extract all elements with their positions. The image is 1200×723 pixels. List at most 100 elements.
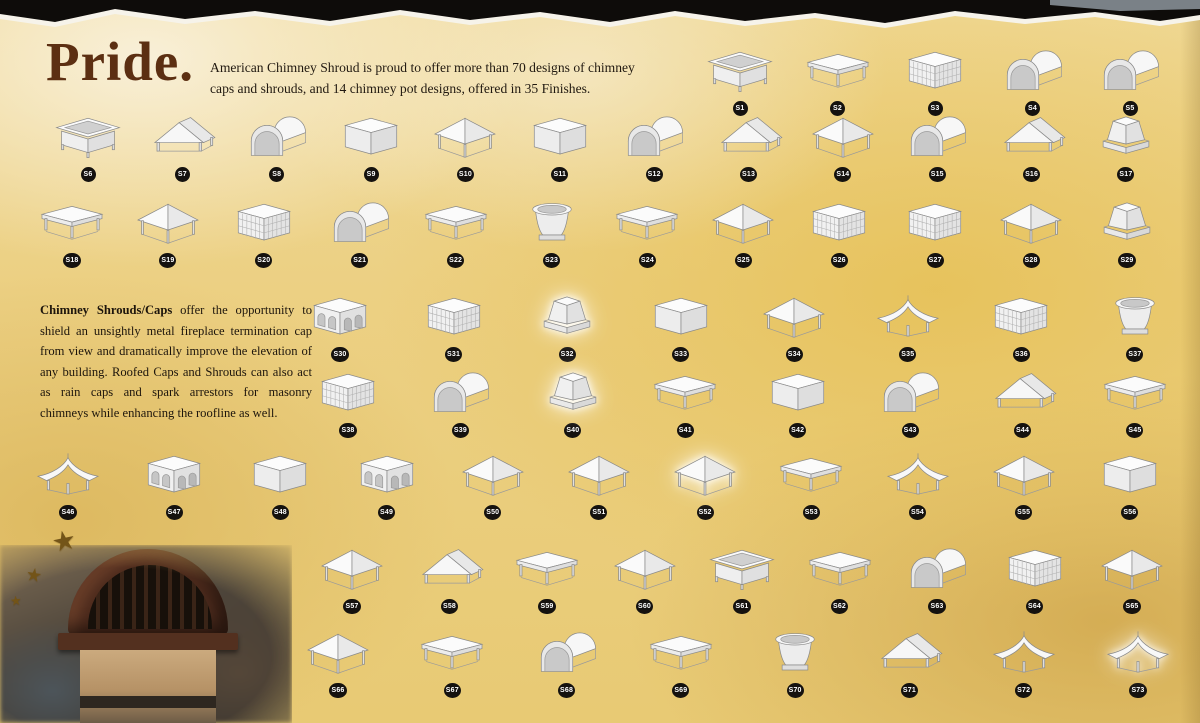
star-icon: ★	[24, 563, 44, 587]
item-label-badge: S73	[1129, 683, 1147, 698]
hip-shroud-icon	[985, 452, 1063, 502]
catalog-item-s2: S2	[798, 48, 878, 116]
item-label-badge: S24	[638, 253, 656, 268]
table-shroud-icon	[1096, 370, 1174, 420]
chimney-shaft-band	[80, 696, 216, 708]
hip-shroud-icon	[804, 114, 882, 164]
item-label-badge: S20	[255, 253, 273, 268]
page-edge-shade	[1180, 0, 1200, 723]
box-flared-shroud-icon	[703, 546, 781, 596]
catalog-item-s3: S3	[895, 48, 975, 116]
item-label-badge: S69	[672, 683, 690, 698]
catalog-item-s19: S19	[128, 200, 208, 268]
item-label-badge: S23	[543, 253, 561, 268]
item-label-badge: S29	[1118, 253, 1136, 268]
lattice-shroud-icon	[896, 48, 974, 98]
item-label-badge: S25	[734, 253, 752, 268]
catalog-item-s44: S44	[983, 370, 1063, 438]
chimney-cap-louver	[88, 565, 212, 629]
catalog-item-s5: S5	[1090, 48, 1170, 116]
pagoda-shroud-icon	[1099, 630, 1177, 680]
item-label-badge: S65	[1123, 599, 1141, 614]
catalog-item-s56: S56	[1090, 452, 1170, 520]
item-label-badge: S17	[1117, 167, 1135, 182]
item-label-badge: S57	[343, 599, 361, 614]
catalog-item-s6: S6	[48, 114, 128, 182]
body-paragraph-text: offer the opportunity to shield an unsig…	[40, 303, 312, 420]
box-flared-shroud-icon	[701, 48, 779, 98]
pagoda-shroud-icon	[985, 630, 1063, 680]
item-label-badge: S14	[834, 167, 852, 182]
catalog-item-s28: S28	[991, 200, 1071, 268]
item-label-badge: S37	[1126, 347, 1144, 362]
hip-shroud-icon	[666, 452, 744, 502]
catalog-item-s73: S73	[1098, 630, 1178, 698]
barrel-shroud-icon	[898, 546, 976, 596]
catalog-item-s38: S38	[308, 370, 388, 438]
archbox-shroud-icon	[348, 452, 426, 502]
item-label-badge: S56	[1121, 505, 1139, 520]
catalog-item-s67: S67	[412, 630, 492, 698]
lattice-shroud-icon	[415, 294, 493, 344]
box-shroud-icon	[642, 294, 720, 344]
item-label-badge: S4	[1025, 101, 1040, 116]
item-label-badge: S39	[451, 423, 469, 438]
item-label-badge: S18	[63, 253, 81, 268]
hip-shroud-icon	[313, 546, 391, 596]
item-label-badge: S15	[928, 167, 946, 182]
catalog-item-s42: S42	[758, 370, 838, 438]
catalog-item-s41: S41	[645, 370, 725, 438]
table-shroud-icon	[772, 452, 850, 502]
catalog-item-s43: S43	[870, 370, 950, 438]
catalog-item-s33: S33	[641, 294, 721, 362]
item-label-badge: S61	[733, 599, 751, 614]
catalog-item-s66: S66	[298, 630, 378, 698]
item-label-badge: S58	[440, 599, 459, 614]
catalog-item-s36: S36	[981, 294, 1061, 362]
barrel-shroud-icon	[898, 114, 976, 164]
pagoda-shroud-icon	[29, 452, 107, 502]
hip-shroud-icon	[992, 200, 1070, 250]
lattice-shroud-icon	[982, 294, 1060, 344]
catalog-item-s70: S70	[755, 630, 835, 698]
catalog-item-s35: S35	[868, 294, 948, 362]
box-shroud-icon	[521, 114, 599, 164]
item-label-badge: S8	[269, 167, 285, 182]
pot-shroud-icon	[1096, 294, 1174, 344]
item-label-badge: S32	[558, 347, 576, 362]
catalog-item-s39: S39	[420, 370, 500, 438]
item-label-badge: S64	[1025, 599, 1044, 614]
item-label-badge: S11	[551, 167, 569, 182]
catalog-item-s57: S57	[312, 546, 392, 614]
item-label-badge: S48	[271, 505, 289, 520]
barrel-shroud-icon	[615, 114, 693, 164]
item-label-badge: S68	[558, 683, 576, 698]
hip-shroud-icon	[129, 200, 207, 250]
item-label-badge: S63	[928, 599, 946, 614]
barrel-shroud-icon	[421, 370, 499, 420]
item-label-badge: S6	[80, 167, 96, 182]
item-label-badge: S41	[676, 423, 694, 438]
hip-shroud-icon	[755, 294, 833, 344]
hip-shroud-icon	[704, 200, 782, 250]
item-label-badge: S72	[1015, 683, 1033, 698]
item-label-badge: S49	[378, 505, 396, 520]
catalog-item-s34: S34	[754, 294, 834, 362]
item-label-badge: S66	[329, 683, 347, 698]
catalog-item-s47: S47	[134, 452, 214, 520]
catalog-item-s8: S8	[237, 114, 317, 182]
lattice-shroud-icon	[309, 370, 387, 420]
taper-shroud-icon	[528, 294, 606, 344]
item-label-badge: S21	[351, 253, 369, 268]
table-shroud-icon	[33, 200, 111, 250]
catalog-item-s18: S18	[32, 200, 112, 268]
archbox-shroud-icon	[301, 294, 379, 344]
item-label-badge: S7	[174, 167, 190, 182]
gable-shroud-icon	[411, 546, 489, 596]
catalog-item-s10: S10	[425, 114, 505, 182]
item-label-badge: S13	[739, 167, 758, 182]
item-label-badge: S34	[785, 347, 803, 362]
catalog-item-s16: S16	[992, 114, 1072, 182]
